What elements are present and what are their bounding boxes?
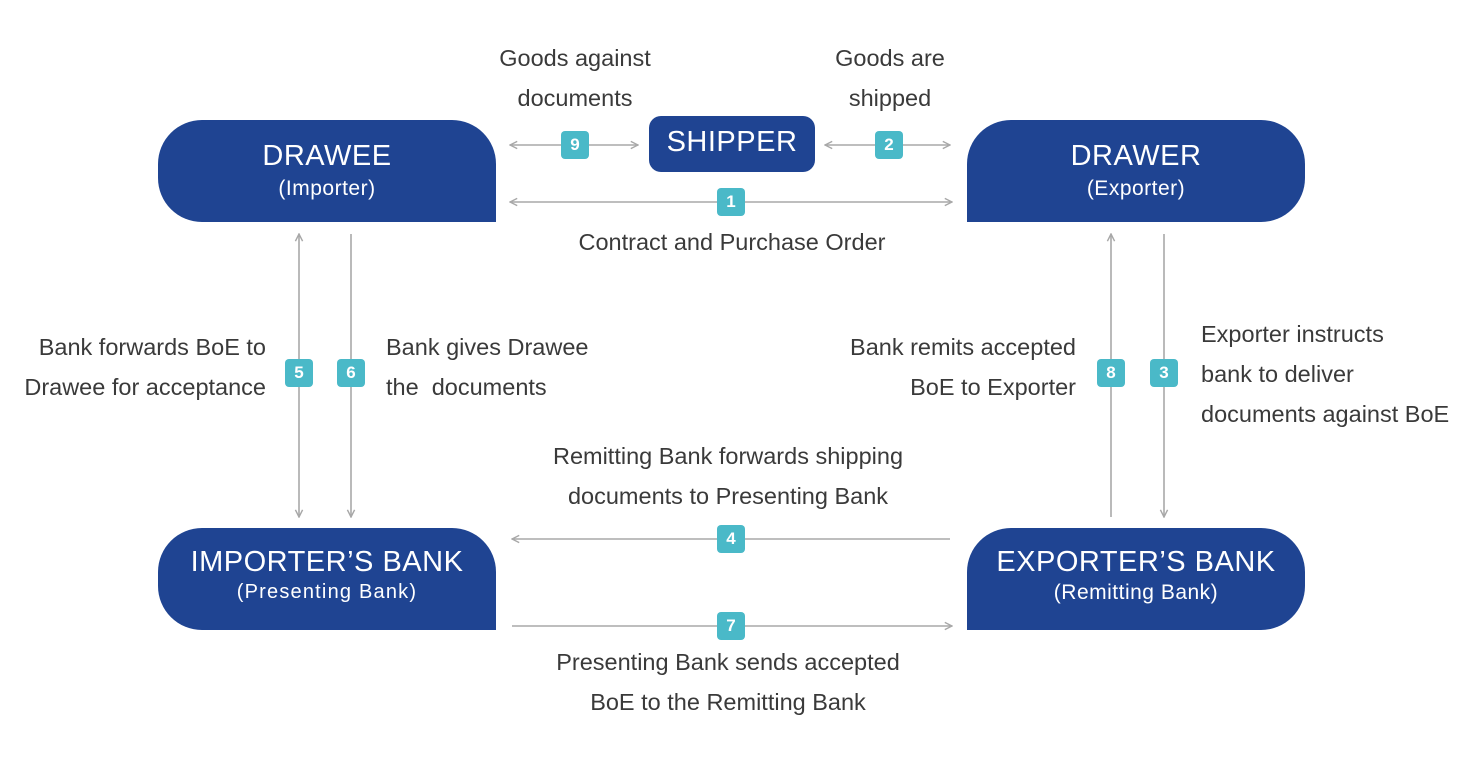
step-label-2: Goods are shipped [790,38,990,118]
step-label-6: Bank gives Drawee the documents [386,327,588,407]
step-label-3-line-3: documents against BoE [1201,401,1450,427]
step-label-1: Contract and Purchase Order [520,222,944,262]
step-badge-9: 9 [561,131,589,159]
step-label-5: Bank forwards BoE to Drawee for acceptan… [0,327,266,407]
node-drawee-title: DRAWEE [262,140,392,172]
step-label-7-line-2: BoE to the Remitting Bank [590,689,866,715]
step-label-4-line-1: Remitting Bank forwards shipping [552,443,904,469]
node-exporter-bank: EXPORTER’S BANK (Remitting Bank) [967,528,1305,630]
node-importer-bank: IMPORTER’S BANK (Presenting Bank) [158,528,496,630]
step-label-7: Presenting Bank sends accepted BoE to th… [478,642,978,722]
step-label-9: Goods against documents [460,38,690,118]
step-badge-1: 1 [717,188,745,216]
step-label-4-line-2: documents to Presenting Bank [567,483,889,509]
step-label-6-line-2: the documents [386,374,547,400]
node-drawee: DRAWEE (Importer) [158,120,496,222]
step-label-1-line-1: Contract and Purchase Order [578,229,886,255]
node-importer-bank-subtitle: (Presenting Bank) [236,581,418,603]
node-drawer-title: DRAWER [1070,140,1202,172]
step-badge-5: 5 [285,359,313,387]
step-label-7-line-1: Presenting Bank sends accepted [556,649,900,675]
step-badge-8: 8 [1097,359,1125,387]
step-badge-4: 4 [717,525,745,553]
node-shipper-title: SHIPPER [666,126,798,158]
node-drawer-subtitle: (Exporter) [1086,177,1186,200]
step-label-3: Exporter instructs bank to deliver docum… [1201,314,1449,434]
step-label-4: Remitting Bank forwards shipping documen… [478,436,978,516]
step-badge-2: 2 [875,131,903,159]
step-label-3-line-1: Exporter instructs [1201,321,1384,347]
step-label-5-line-2: Drawee for acceptance [24,374,266,400]
step-label-8-line-2: BoE to Exporter [910,374,1076,400]
step-label-3-line-2: bank to deliver [1201,361,1354,387]
node-importer-bank-title: IMPORTER’S BANK [190,546,464,578]
node-exporter-bank-subtitle: (Remitting Bank) [1053,581,1219,604]
step-label-6-line-1: Bank gives Drawee [386,334,589,360]
node-drawee-subtitle: (Importer) [278,177,376,200]
step-label-9-line-1: Goods against [499,45,651,71]
node-drawer: DRAWER (Exporter) [967,120,1305,222]
step-label-5-line-1: Bank forwards BoE to [38,334,266,360]
step-badge-6: 6 [337,359,365,387]
step-label-9-line-2: documents [517,85,633,111]
step-label-2-line-2: shipped [848,85,932,111]
step-label-8: Bank remits accepted BoE to Exporter [800,327,1076,407]
step-badge-7: 7 [717,612,745,640]
node-exporter-bank-title: EXPORTER’S BANK [996,546,1276,578]
step-badge-3: 3 [1150,359,1178,387]
node-shipper: SHIPPER [649,116,815,172]
step-label-2-line-1: Goods are [835,45,945,71]
step-label-8-line-1: Bank remits accepted [850,334,1076,360]
